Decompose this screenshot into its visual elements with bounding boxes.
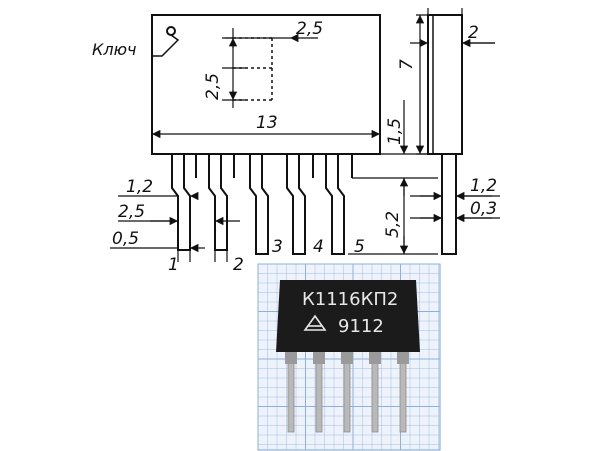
lead-length-label: 5,2 <box>383 211 403 238</box>
pin-1-label: 1 <box>168 255 179 275</box>
pin-2-label: 2 <box>233 255 244 275</box>
side-thickness-label: 0,3 <box>470 199 497 219</box>
pin-5-label: 5 <box>354 237 365 257</box>
ic-body <box>276 280 420 352</box>
part-marking: К1116КП2 <box>302 289 398 310</box>
pitch-grid <box>233 37 273 101</box>
grid-v-label: 2,5 <box>203 73 223 100</box>
leads <box>171 154 353 255</box>
side-width-label: 1,2 <box>470 176 497 196</box>
lead-offset-label: 1,5 <box>385 118 405 145</box>
pin-4-label: 4 <box>313 237 324 257</box>
date-code: 9112 <box>338 316 384 337</box>
key-leader <box>152 34 180 57</box>
grid-h-label: 2,5 <box>296 19 323 39</box>
pitch-label: 2,5 <box>118 202 145 222</box>
key-mark <box>166 26 176 36</box>
side-body <box>427 14 463 155</box>
pin-3-label: 3 <box>272 237 283 257</box>
thickness-label: 2 <box>468 23 479 43</box>
body-width-label: 13 <box>256 113 278 133</box>
side-lead <box>441 154 457 255</box>
key-label: Ключ <box>92 40 137 59</box>
manufacturer-logo <box>303 314 327 331</box>
component-photo: К1116КП2 9112 <box>257 263 441 451</box>
lead-thickness-label: 0,5 <box>112 229 139 249</box>
package-body <box>151 14 381 155</box>
body-height-label: 7 <box>397 59 417 70</box>
side-view <box>410 8 500 255</box>
lead-width-label: 1,2 <box>126 177 153 197</box>
